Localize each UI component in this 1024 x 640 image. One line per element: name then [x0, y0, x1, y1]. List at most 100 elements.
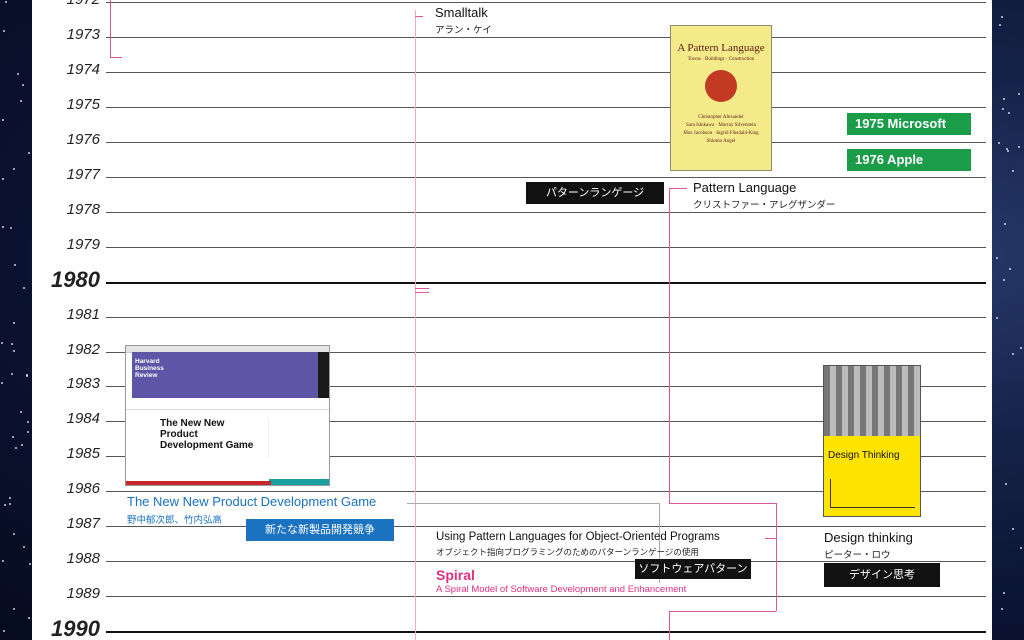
- star: [13, 167, 16, 170]
- design-thinking-tag: デザイン思考: [824, 563, 940, 587]
- hbr-footer-bar: [269, 479, 329, 485]
- smalltalk-title: Smalltalk: [435, 5, 488, 20]
- star: [1019, 547, 1022, 550]
- star: [9, 227, 12, 230]
- star: [27, 431, 30, 434]
- pattern-branch: [669, 503, 776, 504]
- hbr-hero-strip: [318, 352, 329, 398]
- star: [1011, 352, 1014, 355]
- year-line-1990: [106, 631, 986, 633]
- new-new-link: [407, 503, 659, 504]
- book-author: Sara Ishikawa · Murray Silverstein: [686, 123, 756, 128]
- star: [12, 349, 15, 352]
- year-label-1977: 1977: [66, 166, 100, 183]
- star: [1003, 97, 1006, 100]
- star: [1003, 278, 1006, 281]
- star: [1001, 15, 1004, 18]
- star: [1017, 92, 1020, 95]
- star: [26, 421, 29, 424]
- year-line-1979: [106, 247, 986, 248]
- timeline-panel: 1972197319741975197619771978197919801981…: [32, 0, 992, 640]
- star: [29, 563, 31, 566]
- apple-label: 1976 Apple: [847, 149, 971, 171]
- star: [1011, 170, 1014, 173]
- star: [20, 411, 23, 414]
- spiral-sub: A Spiral Model of Software Development a…: [436, 584, 687, 595]
- star: [996, 256, 999, 259]
- star: [998, 23, 1001, 26]
- hbr-article-screenshot: Harvard Business Review The New New Prod…: [125, 345, 330, 486]
- year-label-1987: 1987: [66, 515, 100, 532]
- book-emblem: [705, 70, 737, 102]
- star: [22, 83, 25, 86]
- year-line-1976: [106, 142, 986, 143]
- year-label-1985: 1985: [66, 445, 100, 462]
- star: [1003, 591, 1006, 594]
- oop-sub: オブジェクト指向プログラミングのためのパターンランゲージの使用: [436, 547, 699, 557]
- new-new-tag: 新たな新製品開発競争: [246, 519, 394, 541]
- year-line-1985: [106, 456, 986, 457]
- book-author: Max Jacobson · Ingrid Fiksdahl-King: [683, 131, 759, 136]
- star: [1, 177, 4, 180]
- star: [16, 73, 19, 76]
- star: [1006, 147, 1009, 150]
- year-label-1975: 1975: [66, 96, 100, 113]
- year-label-1990: 1990: [51, 616, 100, 640]
- star: [1018, 146, 1021, 149]
- star: [1001, 108, 1004, 111]
- star: [2, 118, 5, 121]
- book-title: A Pattern Language: [677, 42, 765, 54]
- pattern-language-author: クリストファー・アレグザンダー: [693, 200, 836, 211]
- star: [1019, 346, 1022, 349]
- year-line-1974: [106, 72, 986, 73]
- year-line-1972: [106, 2, 986, 3]
- year-line-1989: [106, 596, 986, 597]
- star: [22, 287, 25, 290]
- star: [2, 629, 5, 632]
- year-label-1972: 1972: [32, 0, 100, 8]
- book-facade-image: [824, 366, 920, 436]
- star: [28, 616, 31, 619]
- year-label-1981: 1981: [66, 306, 100, 323]
- star: [13, 533, 16, 536]
- star: [13, 322, 16, 325]
- year-line-1982: [106, 352, 986, 353]
- year-label-1988: 1988: [66, 550, 100, 567]
- star: [1001, 608, 1004, 611]
- hbr-nav: [126, 401, 329, 410]
- smalltalk-1980-mark-2: [415, 292, 429, 293]
- pattern-tick: [669, 188, 687, 189]
- year-line-1984: [106, 421, 986, 422]
- year-line-1981: [106, 317, 986, 318]
- hbr-sidebar: [268, 418, 325, 458]
- star: [26, 373, 29, 376]
- star: [1, 226, 4, 229]
- pattern-branch-bottom: [669, 611, 776, 612]
- spiral-title: Spiral: [436, 567, 475, 583]
- star: [1007, 150, 1010, 153]
- hbr-masthead: Harvard Business Review: [135, 358, 164, 379]
- smalltalk-1980-mark: [415, 288, 429, 289]
- star: [1007, 112, 1010, 115]
- star: [0, 341, 3, 344]
- microsoft-label: 1975 Microsoft: [847, 113, 971, 135]
- hbr-headline: The New New Product Development Game: [160, 418, 254, 451]
- new-new-authors: 野中郁次郎、竹内弘高: [127, 515, 223, 526]
- smalltalk-tick: [415, 16, 423, 17]
- new-new-link-down: [659, 503, 660, 583]
- year-label-1980: 1980: [51, 267, 100, 292]
- star: [8, 502, 11, 505]
- year-line-1975: [106, 107, 986, 108]
- year-line-1988: [106, 561, 986, 562]
- oop-tag: ソフトウェアパターン: [635, 559, 751, 579]
- hbr-footer-red: [126, 481, 271, 485]
- star: [1005, 482, 1008, 485]
- star: [11, 436, 14, 439]
- star: [27, 151, 30, 154]
- year-label-1986: 1986: [66, 480, 100, 497]
- connector-1972: [110, 0, 111, 57]
- design-thinking-author: ピーター・ロウ: [824, 550, 891, 561]
- book-sketch: [830, 479, 915, 508]
- design-thinking-title: Design thinking: [824, 530, 913, 545]
